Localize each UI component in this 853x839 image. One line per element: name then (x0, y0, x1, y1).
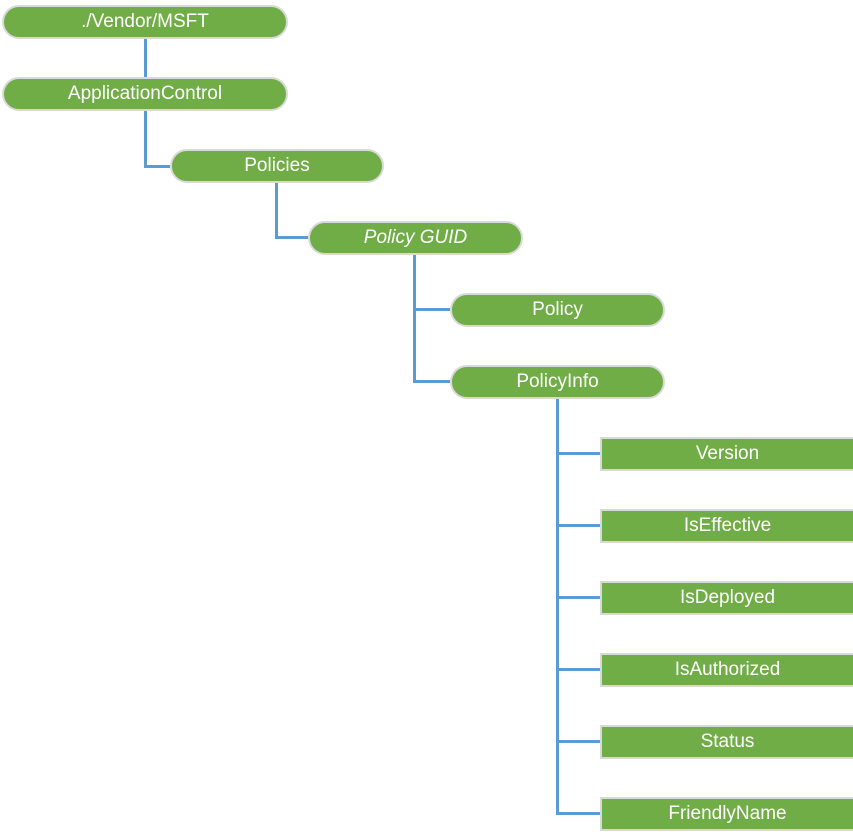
node-policy-guid: Policy GUID (308, 221, 523, 255)
connector-vendor-to-applicationcontrol (144, 38, 147, 78)
node-friendlyname: FriendlyName (600, 797, 853, 831)
node-isdeployed: IsDeployed (600, 581, 853, 615)
node-isauthorized: IsAuthorized (600, 653, 853, 687)
node-policyinfo: PolicyInfo (450, 365, 665, 399)
connector-policyguid-to-policy (413, 308, 450, 311)
node-status: Status (600, 725, 853, 759)
connector-applicationcontrol-to-policies-horizontal (144, 165, 170, 168)
connector-policyinfo-to-iseffective (556, 524, 600, 527)
connector-policyinfo-to-friendlyname (556, 812, 600, 815)
node-version: Version (600, 437, 853, 471)
connector-policyinfo-to-status (556, 740, 600, 743)
connector-policyinfo-to-isdeployed (556, 596, 600, 599)
node-policy: Policy (450, 293, 665, 327)
connector-policyguid-trunk (413, 255, 416, 383)
node-policies: Policies (170, 149, 384, 183)
node-vendor-msft: ./Vendor/MSFT (2, 5, 288, 39)
connector-policyguid-to-policyinfo (413, 380, 450, 383)
connector-policyinfo-to-isauthorized (556, 668, 600, 671)
node-applicationcontrol: ApplicationControl (2, 77, 288, 111)
connector-policies-to-policyguid-vertical (275, 183, 278, 239)
connector-policies-to-policyguid-horizontal (275, 236, 308, 239)
connector-policyinfo-to-version (556, 452, 600, 455)
node-iseffective: IsEffective (600, 509, 853, 543)
connector-applicationcontrol-to-policies-vertical (144, 111, 147, 168)
connector-policyinfo-trunk (556, 399, 559, 815)
